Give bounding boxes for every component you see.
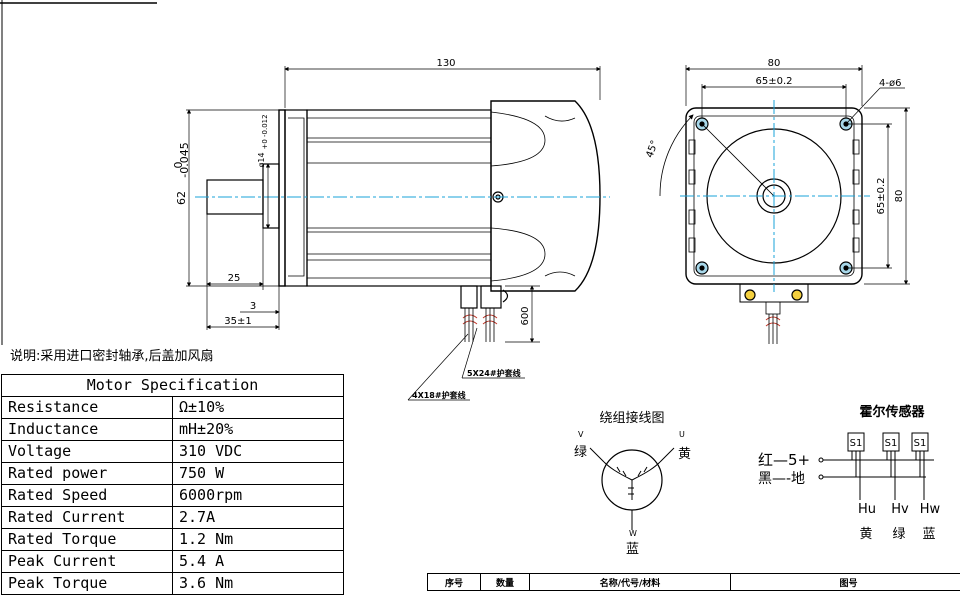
dim-angle: 45° <box>644 139 660 159</box>
spec-value: 5.4 A <box>172 550 344 573</box>
spec-value: mH±20% <box>172 418 344 441</box>
spec-key: Resistance <box>1 396 173 419</box>
hall-sensor-w: S1 <box>914 438 927 449</box>
dim-flange: 62 <box>175 191 188 205</box>
hall-output-hu: Hu <box>858 502 876 517</box>
spec-value: 310 VDC <box>172 440 344 463</box>
winding-title: 绕组接线图 <box>599 410 664 426</box>
bom-header-no: 序号 <box>427 573 481 591</box>
dim-shaft-tol: +0 -0.012 <box>261 114 269 149</box>
spec-value: 3.6 Nm <box>172 572 344 595</box>
hall-output-hv: Hv <box>891 502 909 517</box>
dim-square-v: 80 <box>894 190 905 203</box>
hall-ground: 黑—-地 <box>758 471 805 487</box>
front-view <box>659 107 863 344</box>
hall-sensor-diagram: 霍尔传感器 红—5+ 黑—-地 S1 S1 S1 Hu Hv Hw 黄 绿 <box>758 404 941 542</box>
spec-key: Rated power <box>1 462 173 485</box>
spec-key: Rated Speed <box>1 484 173 507</box>
spec-value: Ω±10% <box>172 396 344 419</box>
cable-label-1: 5X24#护套线 <box>467 368 521 378</box>
table-row: 序号 数量 名称/代号/材料 图号 <box>427 573 960 591</box>
spec-key: Peak Current <box>1 550 173 573</box>
hall-title: 霍尔传感器 <box>859 404 925 420</box>
spec-key: Rated Current <box>1 506 173 529</box>
cable-label-2: 4X18#护套线 <box>412 390 466 400</box>
spec-value: 1.2 Nm <box>172 528 344 551</box>
spec-value: 750 W <box>172 462 344 485</box>
bom-header-name: 名称/代号/材料 <box>529 573 731 591</box>
dim-length: 130 <box>436 58 455 69</box>
spec-title: Motor Specification <box>1 374 344 397</box>
hall-sensor-v: S1 <box>885 438 898 449</box>
rear-cover <box>490 100 601 292</box>
design-note: 说明:采用进口密封轴承,后盖加风扇 <box>10 349 214 364</box>
spec-value: 6000rpm <box>172 484 344 507</box>
hall-power: 红—5+ <box>758 451 810 469</box>
dim-flange-tol-top: 0 <box>172 162 185 169</box>
spec-value: 2.7A <box>172 506 344 529</box>
bom-header-qty: 数量 <box>480 573 530 591</box>
hall-output-hw: Hw <box>920 502 941 517</box>
dim-pitch-v: 65±0.2 <box>876 177 887 214</box>
dim-flange-tol-bottom: -0.045 <box>178 142 191 177</box>
side-view <box>206 100 601 342</box>
winding-u-label: U <box>679 430 685 439</box>
bom-header-drawing: 图号 <box>730 573 960 591</box>
winding-w-color: 蓝 <box>626 542 639 557</box>
dim-step: 3 <box>250 301 256 312</box>
spec-key: Rated Torque <box>1 528 173 551</box>
hall-color-hu: 黄 <box>859 527 872 542</box>
winding-w-label: W <box>629 529 637 538</box>
bom-table: 序号 数量 名称/代号/材料 图号 <box>427 573 960 591</box>
dim-shaft-diameter: ø14 <box>257 152 266 167</box>
winding-v-color: 绿 <box>574 445 587 460</box>
spec-key: Inductance <box>1 418 173 441</box>
winding-u-color: 黄 <box>678 447 691 462</box>
hall-sensor-u: S1 <box>850 438 863 449</box>
winding-v-label: V <box>578 430 584 439</box>
dim-cable-length: 600 <box>520 306 531 325</box>
winding-diagram: 绕组接线图 V 绿 U 黄 W 蓝 <box>574 410 691 557</box>
dim-shaft-length: 25 <box>228 273 241 284</box>
hall-color-hw: 蓝 <box>922 527 935 542</box>
spec-key: Voltage <box>1 440 173 463</box>
dim-shaft-total: 35±1 <box>224 316 251 327</box>
dim-square: 80 <box>768 58 781 69</box>
hall-color-hv: 绿 <box>892 527 905 542</box>
dim-pitch-h: 65±0.2 <box>755 76 792 87</box>
dim-holes: 4-ø6 <box>879 78 901 89</box>
spec-key: Peak Torque <box>1 572 173 595</box>
